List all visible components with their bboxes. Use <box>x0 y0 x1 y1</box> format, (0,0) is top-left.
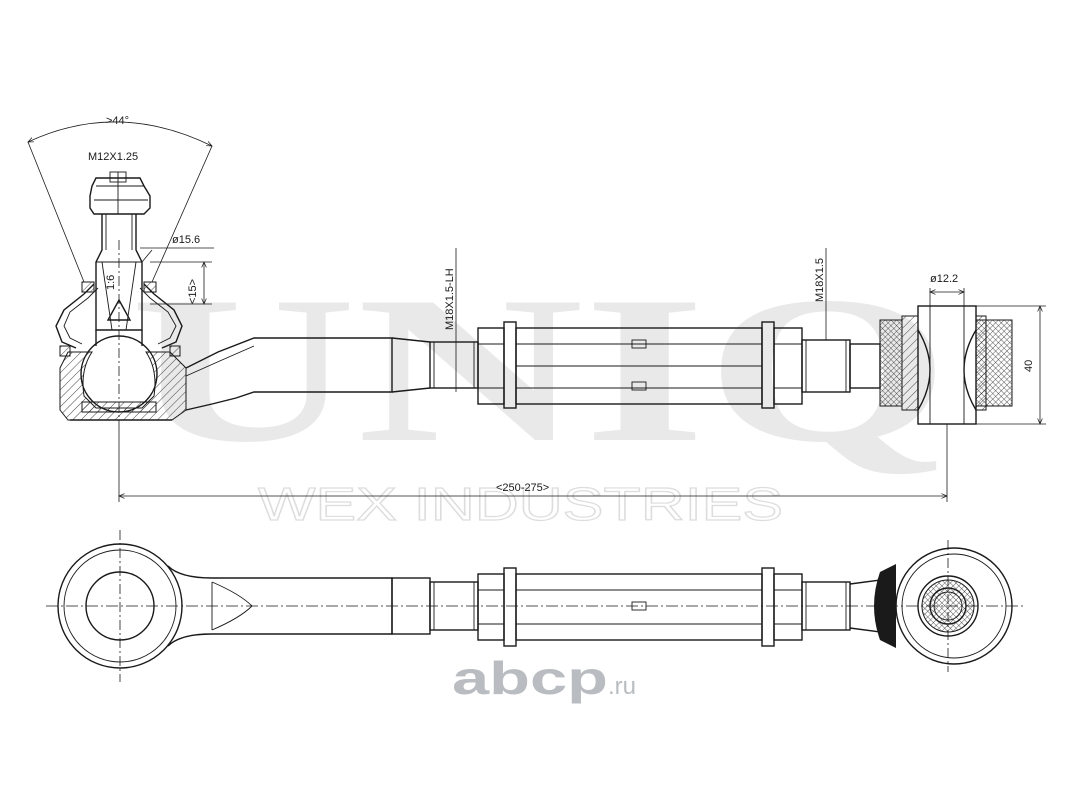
dust-boot <box>55 281 183 357</box>
stud-nut <box>89 171 151 215</box>
right-thread-label: M18X1.5 <box>814 258 826 302</box>
ball-housing <box>59 330 187 421</box>
site-logo: abcp .ru <box>452 652 636 704</box>
side-view: >44° M12X1.25 1:6 <box>28 115 1046 502</box>
right-eye <box>874 540 1013 672</box>
bushing-width-label: 40 <box>1023 360 1035 372</box>
site-logo-name: abcp <box>452 652 608 704</box>
watermark-company: WEX INDUSTRIES <box>258 478 783 530</box>
angle-dimension: >44° <box>28 115 212 283</box>
left-thread-label: M18X1.5-LH <box>444 268 456 330</box>
taper-label: 1:6 <box>105 275 117 290</box>
overall-length-label: <250-275> <box>496 482 549 494</box>
stud-length-label: <15> <box>187 279 199 304</box>
rod-end-body <box>185 337 479 411</box>
angle-label: >44° <box>106 115 129 127</box>
ball-stud: 1:6 <box>95 214 143 430</box>
bushing-diameter-label: ø12.2 <box>930 273 958 285</box>
watermark: UNIQ WEX INDUSTRIES <box>130 254 950 531</box>
bushing-width-dimension: 40 <box>976 306 1046 424</box>
rod-end-plan <box>167 565 479 647</box>
site-logo-suffix: .ru <box>608 673 636 700</box>
thread-stud-label: M12X1.25 <box>88 151 138 163</box>
left-eye <box>57 530 183 682</box>
left-thread-dimension: M18X1.5-LH <box>444 248 457 392</box>
overall-length-dimension: <250-275> <box>119 424 947 502</box>
right-thread-dimension: M18X1.5 <box>814 248 827 340</box>
adjuster-plan <box>477 567 881 647</box>
plan-view <box>46 530 1026 682</box>
ball-diameter-dimension: ø15.6 <box>140 234 214 263</box>
watermark-brand: UNIQ <box>130 254 950 486</box>
stud-length-dimension: <15> <box>150 262 212 304</box>
bushing-diameter-dimension: ø12.2 <box>930 273 964 306</box>
ball-diameter-label: ø15.6 <box>172 234 200 246</box>
